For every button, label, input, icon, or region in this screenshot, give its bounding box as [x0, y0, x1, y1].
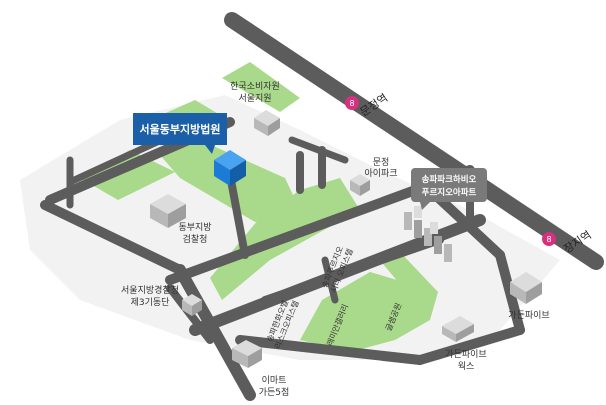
road-southeast [235, 335, 425, 365]
label-police-unit-2: 제3기동단 [131, 297, 170, 308]
road-southeast-b [415, 325, 525, 365]
road-mid-vertical [226, 171, 249, 259]
road-north-link [288, 136, 349, 164]
apartment-callout-pointer [420, 202, 430, 210]
building-police-unit [182, 294, 202, 316]
road-park-inner [261, 236, 444, 304]
building-emart [232, 340, 262, 368]
building-target-court [214, 150, 246, 186]
building-apartment-towers [404, 206, 452, 262]
apartment-callout[interactable]: 송파파크하비오 푸르지오아파트 [411, 168, 487, 210]
subway-line-8-icon [345, 96, 359, 110]
building-garden-five-works [442, 316, 474, 342]
label-munjeong-ipark-1: 문정 [373, 157, 390, 168]
label-consumer-agency-1: 한국소비자원 [230, 81, 280, 92]
road-left-down [40, 200, 185, 275]
label-munjeong-ipark-2: 아이파크 [364, 168, 397, 179]
park-top [222, 62, 300, 112]
label-police-unit-1: 서울지방경찰청 [121, 284, 179, 296]
target-callout-box [133, 113, 227, 145]
label-emart-1: 이마트 [262, 375, 287, 386]
label-prosecutors-1: 동부지방 [178, 222, 211, 233]
label-garden-five-works-2: 웍스 [458, 361, 475, 372]
label-garden-five-works-1: 가든파이브 [445, 349, 486, 360]
building-munjeong-ipark [350, 174, 370, 196]
station-badge-munjeong: 8 [349, 99, 354, 108]
park-east [378, 252, 438, 296]
apartment-callout-line-1: 송파파크하비오 [422, 174, 477, 185]
target-callout-label: 서울동부지방법원 [140, 122, 221, 136]
label-prosecutors-2: 검찰청 [183, 233, 208, 245]
building-garden-five [510, 272, 542, 304]
subway-line-8-icon [542, 232, 556, 246]
apartment-callout-line-2: 푸르지오아파트 [422, 187, 477, 198]
label-emart-2: 가든5점 [259, 386, 290, 398]
road-sk-inner [321, 256, 339, 304]
park-left-strip [80, 150, 175, 200]
building-prosecutors-office [150, 194, 186, 228]
apartment-callout-box [411, 168, 487, 202]
building-consumer-agency [254, 110, 280, 136]
station-badge-jangji: 8 [546, 235, 551, 244]
place-labels: 한국소비자원 서울지원 문정 아이파크 동부지방 검찰청 서울지방경찰청 제3기… [121, 81, 550, 398]
target-callout-pointer [205, 145, 215, 154]
road-songpa-main [224, 12, 604, 270]
road-south-main [174, 264, 256, 401]
label-consumer-agency-2: 서울지원 [238, 93, 271, 104]
target-callout[interactable]: 서울동부지방법원 [133, 113, 227, 154]
label-garden-five: 가든파이브 [508, 310, 549, 321]
park-south [300, 272, 438, 352]
